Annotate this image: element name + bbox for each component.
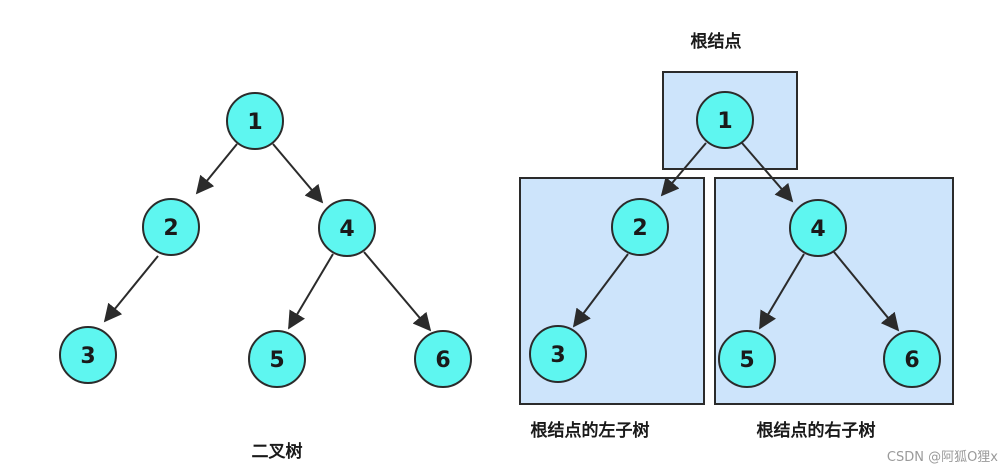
left-binary-tree: 1 2 4 3 5 6 二叉树 xyxy=(59,92,472,462)
node-label: 4 xyxy=(339,217,354,242)
node-label: 1 xyxy=(247,110,262,135)
tree-node: 5 xyxy=(718,330,776,388)
edge-2-3 xyxy=(103,255,159,323)
node-label: 6 xyxy=(435,348,450,373)
edge-1-2 xyxy=(660,142,707,197)
right-subtree-caption: 根结点的右子树 xyxy=(757,420,876,441)
tree-node: 5 xyxy=(248,330,306,388)
node-label: 2 xyxy=(163,216,178,241)
node-label: 1 xyxy=(717,109,732,134)
tree-node: 6 xyxy=(414,330,472,388)
edge-4-6 xyxy=(833,251,900,332)
node-label: 5 xyxy=(269,348,284,373)
tree-node: 4 xyxy=(318,199,376,257)
watermark: CSDN @阿狐O狸x xyxy=(887,450,998,465)
node-label: 6 xyxy=(904,348,919,373)
node-label: 2 xyxy=(632,216,647,241)
tree-node: 3 xyxy=(529,325,587,383)
node-label: 3 xyxy=(550,343,565,368)
node-label: 3 xyxy=(80,344,95,369)
edge-1-2 xyxy=(195,143,238,195)
tree-node: 4 xyxy=(789,199,847,257)
node-label: 5 xyxy=(739,348,754,373)
tree-node: 3 xyxy=(59,326,117,384)
edge-4-5 xyxy=(288,253,334,330)
tree-node: 1 xyxy=(226,92,284,150)
binary-tree-caption: 二叉树 xyxy=(252,442,303,462)
tree-node: 2 xyxy=(142,198,200,256)
edge-4-5 xyxy=(759,253,805,330)
edge-2-3 xyxy=(572,253,629,328)
tree-node: 6 xyxy=(883,330,941,388)
root-node-caption: 根结点 xyxy=(691,31,742,52)
left-subtree-caption: 根结点的左子树 xyxy=(531,420,650,441)
tree-node: 2 xyxy=(611,198,669,256)
edge-1-4 xyxy=(272,143,324,204)
right-annotated-tree: 根结点 1 2 3 4 5 xyxy=(519,31,954,441)
tree-node: 1 xyxy=(696,91,754,149)
edge-1-4 xyxy=(741,142,794,203)
node-label: 4 xyxy=(810,217,825,242)
edge-4-6 xyxy=(363,251,432,332)
